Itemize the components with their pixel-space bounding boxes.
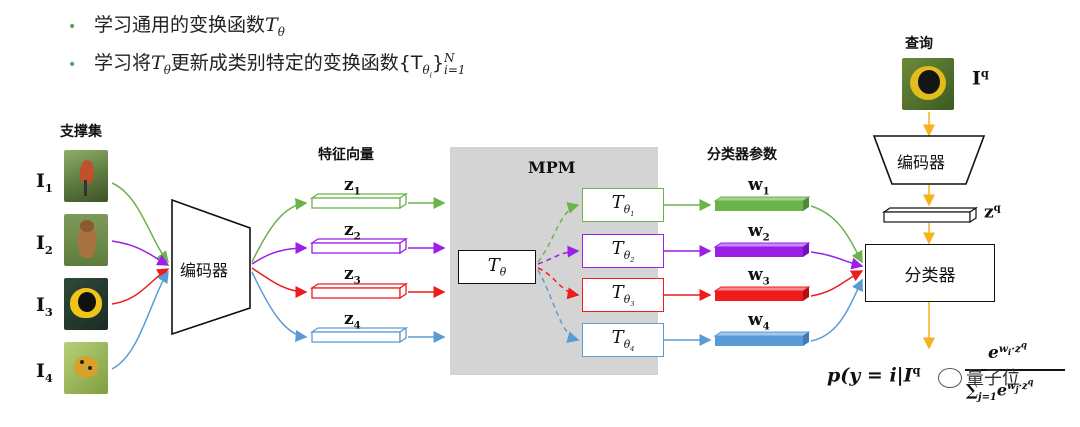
edge-img2-encoder	[111, 240, 170, 266]
edge-img4-encoder	[111, 270, 169, 370]
edge-w2-classifier	[810, 251, 864, 270]
label-I1: I1	[36, 170, 53, 195]
edge-w1-classifier	[810, 205, 863, 264]
watermark-text: 量子位	[966, 368, 1020, 389]
edge-encoder-z1	[251, 198, 308, 263]
edge-t-t4	[537, 269, 580, 343]
label-w2: w2	[748, 221, 770, 244]
edge-w3-classifier	[810, 270, 864, 297]
bullet-dot: •	[68, 57, 77, 73]
transform-box-1: Tθ1	[582, 188, 664, 222]
formula-fraction-bar	[965, 369, 1065, 371]
query-encoder-shape	[872, 135, 986, 185]
encoder-shape	[171, 198, 251, 336]
feature-bar-z3	[309, 282, 409, 300]
label-I3: I3	[36, 294, 53, 319]
feature-bar-z1	[309, 192, 409, 210]
classifier-label: 分类器	[904, 265, 956, 286]
ladybug-photo	[64, 342, 108, 394]
query-photo	[902, 58, 954, 110]
classifier-box: 分类器	[865, 244, 995, 302]
query-feature-bar	[882, 206, 978, 224]
dog-photo	[64, 214, 108, 266]
label-z4: z4	[344, 309, 361, 332]
bullet-dot: •	[68, 19, 77, 35]
classifier-params-title: 分类器参数	[707, 147, 777, 163]
formula-denominator: ∑j=1ewj·zq	[966, 377, 1034, 403]
weight-bar-w2	[713, 242, 811, 257]
edge-img1-encoder	[111, 182, 169, 264]
transform-box-4: Tθ4	[582, 323, 664, 357]
query-title: 查询	[905, 36, 933, 52]
support-set-title: 支撑集	[60, 124, 102, 140]
bird-photo	[64, 150, 108, 202]
weight-bar-w1	[713, 196, 811, 211]
label-I4: I4	[36, 360, 53, 385]
query-encoder-label: 编码器	[897, 153, 946, 172]
watermark-logo-icon	[938, 368, 962, 388]
feature-bar-z4	[309, 326, 409, 344]
label-z1: z1	[344, 175, 361, 198]
label-w1: w1	[748, 175, 770, 198]
label-z3: z3	[344, 264, 361, 287]
label-w4: w4	[748, 310, 770, 333]
probability-formula: p(y = i|Iq	[827, 363, 921, 387]
edge-t-t1	[537, 202, 580, 263]
weight-bar-w4	[713, 331, 811, 346]
label-zq: zq	[984, 202, 1001, 223]
edge-t-t2	[537, 245, 580, 265]
edge-encoder-z3	[251, 267, 308, 298]
label-z2: z2	[344, 220, 361, 243]
encoder-label: 编码器	[180, 261, 229, 280]
edge-encoder-z4	[251, 271, 308, 342]
edge-t-t3	[537, 267, 580, 300]
fish-photo	[64, 278, 108, 330]
feature-vector-title: 特征向量	[318, 147, 374, 163]
transform-box-2: Tθ2	[582, 234, 664, 268]
edge-encoder-z2	[251, 242, 308, 265]
label-w3: w3	[748, 265, 770, 288]
bullet-1: • 学习通用的变换函数Tθ	[68, 10, 285, 39]
weight-bar-w3	[713, 286, 811, 301]
edge-w4-classifier	[810, 278, 863, 342]
mpm-input-box: Tθ	[458, 250, 536, 284]
mpm-input-label: Tθ	[487, 255, 507, 279]
label-Iq: Iq	[972, 66, 989, 90]
transform-box-3: Tθ3	[582, 278, 664, 312]
formula-numerator: ewi·zq	[988, 340, 1028, 364]
mpm-title: MPM	[528, 158, 576, 177]
label-I2: I2	[36, 232, 53, 257]
feature-bar-z2	[309, 237, 409, 255]
bullet-1-text: 学习通用的变换函数Tθ	[94, 14, 285, 39]
